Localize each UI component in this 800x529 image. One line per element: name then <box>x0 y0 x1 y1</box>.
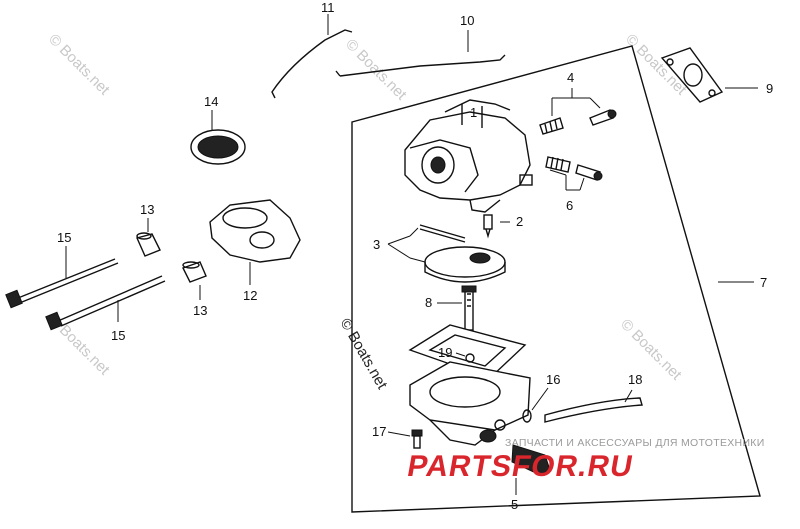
throttle-link <box>335 54 506 77</box>
callout-15-upper: 15 <box>57 230 71 245</box>
callout-4: 4 <box>567 70 574 85</box>
leader-lines <box>65 14 758 495</box>
collar-upper <box>136 232 161 257</box>
bolt-upper <box>5 258 119 309</box>
watermark-text: © Boats.net <box>342 36 410 104</box>
callout-18: 18 <box>628 372 642 387</box>
callout-7: 7 <box>760 275 767 290</box>
carburetor-body <box>404 99 533 213</box>
screw-17 <box>411 429 423 449</box>
callout-19: 19 <box>438 345 452 360</box>
o-ring <box>522 409 532 423</box>
callout-2: 2 <box>516 214 523 229</box>
choke-rod <box>271 29 353 99</box>
flange-gasket <box>660 47 724 103</box>
callout-6: 6 <box>566 198 573 213</box>
callout-12: 12 <box>243 288 257 303</box>
drain-clip <box>511 444 551 476</box>
callout-8: 8 <box>425 295 432 310</box>
callout-13-lower: 13 <box>193 303 207 318</box>
callout-15-lower: 15 <box>111 328 125 343</box>
bolt-lower <box>45 275 166 331</box>
callout-3: 3 <box>373 237 380 252</box>
watermark-text: © Boats.net <box>45 31 113 99</box>
callout-14: 14 <box>204 94 218 109</box>
callout-5: 5 <box>511 497 518 512</box>
promo-watermark: ЗАПЧАСТИ И АКСЕССУАРЫ ДЛЯ МОТОТЕХНИКИ PA… <box>405 437 765 483</box>
collar-lower <box>182 261 207 283</box>
callout-11: 11 <box>321 0 335 15</box>
assembly-outline <box>351 45 761 513</box>
callout-17: 17 <box>372 424 386 439</box>
air-cleaner-case <box>209 199 301 263</box>
main-jet <box>461 285 477 331</box>
watermark-text-dark: © Boats.net <box>337 316 391 393</box>
callout-10: 10 <box>460 13 474 28</box>
callout-labels: 11 10 4 9 14 1 13 2 6 15 3 7 12 8 13 15 … <box>57 0 773 512</box>
screw-set-4 <box>539 109 617 135</box>
callout-16: 16 <box>546 372 560 387</box>
screw-set-6 <box>545 156 603 181</box>
float-pin <box>419 224 466 243</box>
float <box>424 246 506 283</box>
callout-9: 9 <box>766 81 773 96</box>
drain-tube <box>544 397 643 423</box>
needle-valve <box>483 214 493 239</box>
float-bowl <box>409 361 531 446</box>
callout-13-upper: 13 <box>140 202 154 217</box>
filter-element <box>190 129 246 165</box>
promo-logo: PARTSFOR.RU <box>405 450 636 483</box>
callout-1: 1 <box>470 105 477 120</box>
promo-tagline: ЗАПЧАСТИ И АКСЕССУАРЫ ДЛЯ МОТОТЕХНИКИ <box>505 437 765 449</box>
float-bowl-gasket <box>408 324 527 379</box>
